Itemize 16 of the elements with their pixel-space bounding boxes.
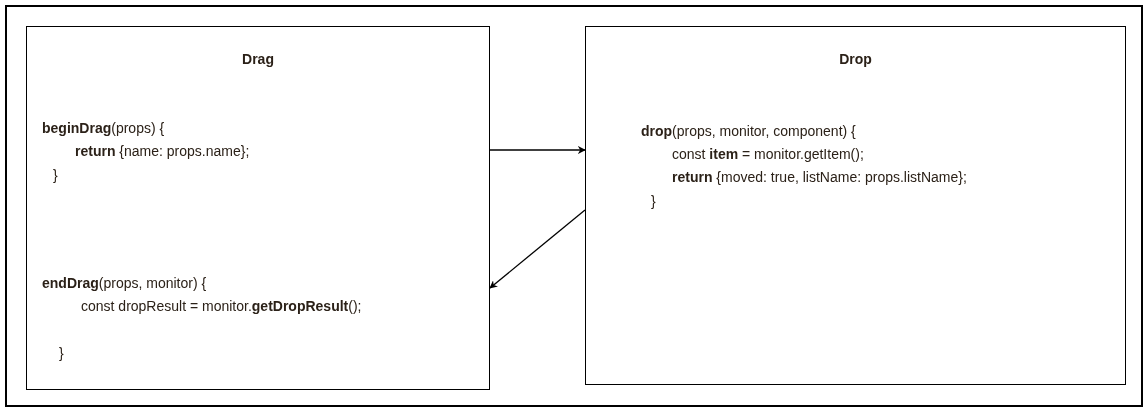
box-title: Drag	[242, 51, 274, 68]
arrow	[489, 209, 586, 289]
code-line: beginDrag(props) {	[42, 120, 165, 137]
code-line: }	[651, 193, 656, 210]
code-line: drop(props, monitor, component) {	[641, 123, 856, 140]
code-line: return {name: props.name};	[75, 143, 250, 160]
code-line: endDrag(props, monitor) {	[42, 275, 207, 292]
code-box	[585, 26, 1126, 385]
code-line: const dropResult = monitor.getDropResult();	[81, 298, 362, 315]
code-line: }	[59, 345, 64, 362]
code-line: }	[53, 167, 58, 184]
box-title: Drop	[839, 51, 872, 68]
code-line: return {moved: true, listName: props.listName};	[672, 169, 967, 186]
code-line: const item = monitor.getItem();	[672, 146, 864, 163]
code-box	[26, 26, 490, 390]
arrow	[489, 146, 586, 154]
